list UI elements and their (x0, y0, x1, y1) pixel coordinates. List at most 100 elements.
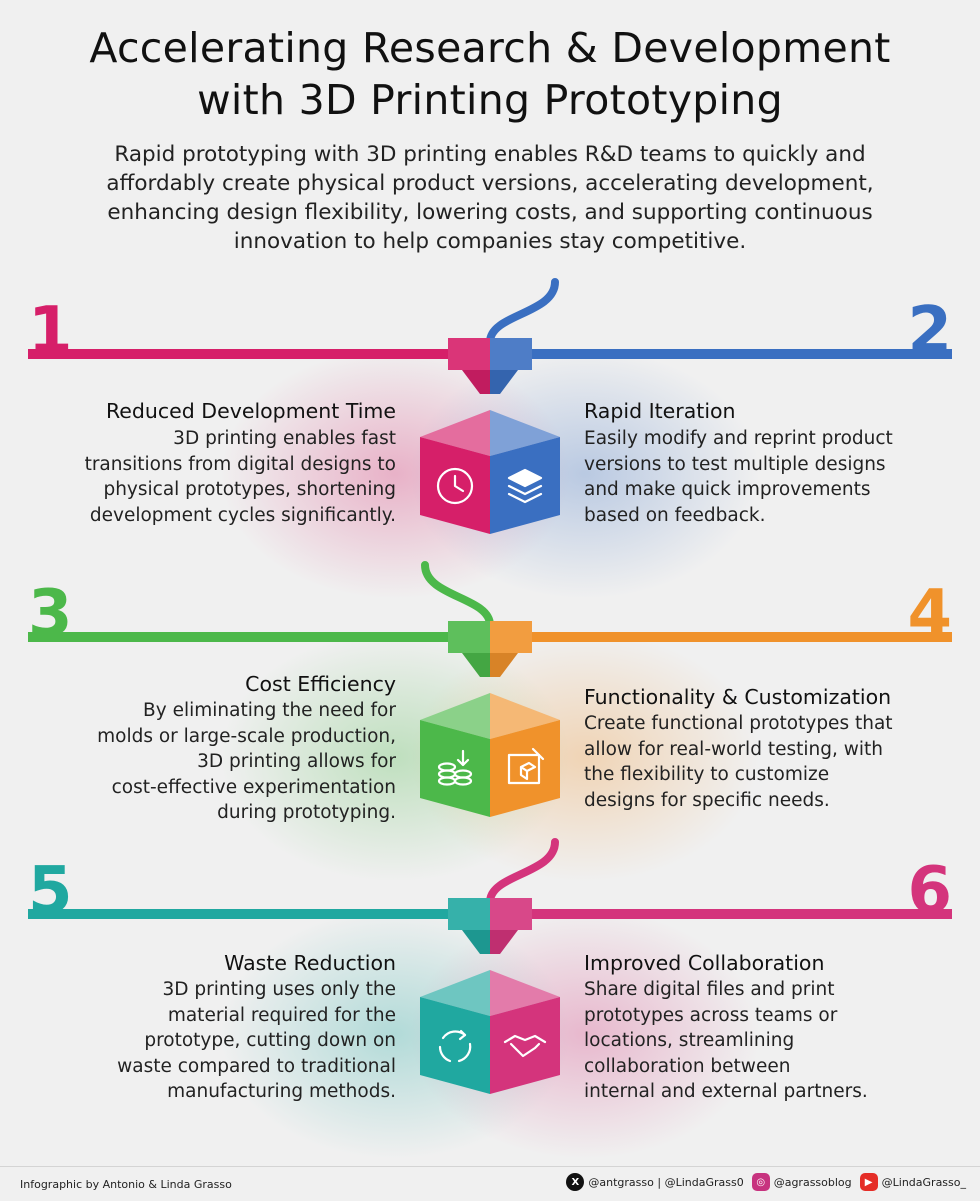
instagram-icon[interactable]: ◎ (751, 1173, 770, 1191)
item-3-description: By eliminating the need for molds or lar… (20, 698, 396, 826)
item-2-description: Easily modify and reprint product versio… (584, 426, 974, 528)
item-5-title: Waste Reduction (224, 951, 396, 975)
text-line: based on feedback. (584, 504, 766, 526)
item-1-description: 3D printing enables fast transitions fro… (20, 426, 396, 528)
intro-line: innovation to help companies stay compet… (233, 229, 747, 254)
title-line-2: with 3D Printing Prototyping (197, 76, 783, 124)
text-line: internal and external partners. (584, 1081, 868, 1102)
text-line: transitions from digital designs to (84, 453, 396, 475)
intro-line: affordably create physical product versi… (106, 171, 874, 196)
text-line: development cycles significantly. (89, 504, 396, 526)
item-2-title: Rapid Iteration (584, 399, 736, 423)
intro-paragraph: Rapid prototyping with 3D printing enabl… (40, 140, 940, 256)
step-number: 2 (907, 294, 952, 368)
nozzle (462, 930, 490, 954)
rail-right (512, 909, 952, 919)
step-number: 4 (907, 577, 952, 651)
footer: Infographic by Antonio & Linda Grasso X … (0, 1166, 980, 1201)
intro-line: enhancing design flexibility, lowering c… (107, 200, 873, 225)
filament (486, 278, 559, 346)
item-6-description: Share digital files and print prototypes… (584, 977, 974, 1105)
text-line: physical prototypes, shortening (103, 479, 396, 500)
footer-credit: Infographic by Antonio & Linda Grasso (20, 1178, 232, 1191)
youtube-handle[interactable]: @LindaGrasso_ (881, 1175, 966, 1189)
nozzle (490, 930, 518, 954)
text-line: Share digital files and print (584, 979, 835, 1000)
glow (410, 909, 760, 1159)
text-line: 3D printing enables fast (173, 428, 396, 449)
filament (486, 838, 559, 906)
glow (410, 349, 760, 599)
text-line: designs for specific needs. (584, 789, 830, 811)
page-title: Accelerating Research & Development with… (0, 22, 980, 126)
youtube-icon[interactable]: ▶ (859, 1173, 878, 1191)
text-line: locations, streamlining (584, 1030, 795, 1051)
text-line: waste compared to traditional (117, 1055, 396, 1077)
instagram-handle[interactable]: @agrassoblog (773, 1175, 852, 1189)
print-head (490, 621, 532, 653)
rail-left (28, 909, 468, 919)
title-line-1: Accelerating Research & Development (89, 24, 891, 72)
text-line: during prototyping. (217, 802, 396, 823)
text-line: allow for real-world testing, with (584, 738, 883, 760)
rail-right (512, 632, 952, 642)
intro-line: Rapid prototyping with 3D printing enabl… (114, 142, 866, 167)
text-line: By eliminating the need for (143, 700, 396, 721)
cube-face-left (420, 997, 490, 1094)
print-head (448, 338, 490, 370)
text-line: 3D printing allows for (197, 751, 396, 772)
text-line: and make quick improvements (584, 479, 871, 500)
nozzle (462, 653, 490, 677)
text-line: material required for the (167, 1004, 396, 1026)
item-6-title: Improved Collaboration (584, 951, 825, 975)
social-links: X @antgrasso | @LindaGrass0 ◎ @agrassobl… (566, 1173, 970, 1191)
step-number: 1 (28, 294, 73, 368)
nozzle (490, 653, 518, 677)
recycle-icon (438, 1029, 472, 1063)
layers-icon (507, 468, 543, 504)
rail-left (28, 349, 468, 359)
rail-right (512, 349, 952, 359)
x-icon[interactable]: X (566, 1173, 585, 1191)
clock-icon (436, 467, 474, 505)
step-number: 6 (907, 854, 952, 928)
item-1-title: Reduced Development Time (105, 399, 396, 423)
print-head (490, 338, 532, 370)
text-line: 3D printing uses only the (162, 979, 397, 1000)
text-line: prototype, cutting down on (144, 1030, 396, 1051)
text-line: the flexibility to customize (584, 764, 830, 785)
blueprint-icon (507, 747, 545, 785)
item-3-title: Cost Efficiency (245, 672, 396, 696)
text-line: Easily modify and reprint product (584, 428, 893, 449)
step-number: 3 (28, 577, 73, 651)
print-head (448, 898, 490, 930)
step-number: 5 (28, 854, 73, 928)
cube-top (490, 693, 560, 739)
item-5-description: 3D printing uses only the material requi… (20, 977, 396, 1105)
cube-top (490, 970, 560, 1016)
text-line: manufacturing methods. (167, 1081, 396, 1102)
cube-top (420, 693, 490, 739)
cube-top (420, 970, 490, 1016)
x-handles[interactable]: @antgrasso | @LindaGrass0 (588, 1175, 744, 1189)
nozzle (490, 370, 518, 394)
cube-face-right (490, 997, 560, 1094)
text-line: collaboration between (584, 1055, 791, 1077)
text-line: molds or large-scale production, (97, 725, 396, 747)
filament (421, 561, 494, 629)
cube-top (490, 410, 560, 456)
glow (410, 632, 760, 882)
text-line: prototypes across teams or (584, 1004, 838, 1026)
text-line: Create functional prototypes that (584, 713, 893, 734)
rail-left (28, 632, 468, 642)
print-head (448, 621, 490, 653)
handshake-icon (503, 1034, 547, 1058)
coins-icon (437, 749, 473, 786)
nozzle (462, 370, 490, 394)
text-line: versions to test multiple designs (584, 453, 886, 475)
item-4-description: Create functional prototypes that allow … (584, 711, 974, 813)
